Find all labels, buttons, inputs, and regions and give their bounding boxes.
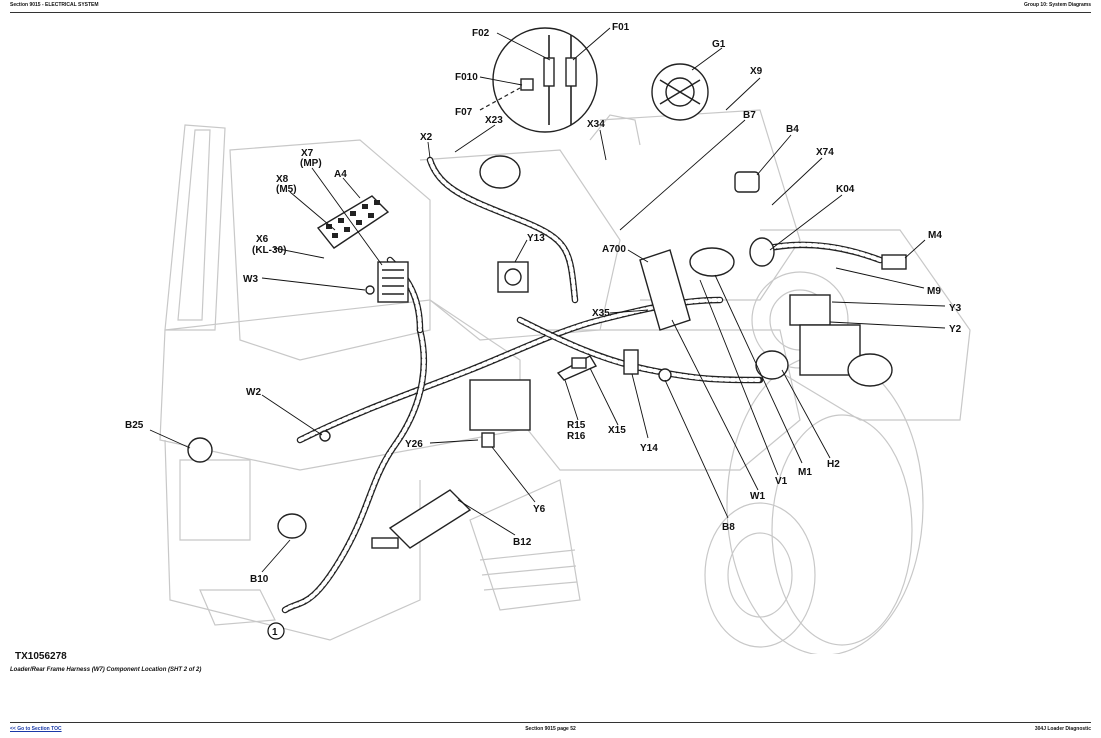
label-B4: B4 xyxy=(786,124,799,135)
label-R15: R15 xyxy=(567,420,586,431)
fuse-inset xyxy=(479,27,598,133)
label-X74: X74 xyxy=(816,147,834,158)
label-A4: A4 xyxy=(334,169,347,180)
label-Y6: Y6 xyxy=(533,504,546,515)
label-M1: M1 xyxy=(798,467,812,478)
page-header: Section 9015 - ELECTRICAL SYSTEM Group 1… xyxy=(10,0,1091,13)
header-group: Group 10: System Diagrams xyxy=(1024,2,1091,8)
label-X7: X7 xyxy=(301,148,314,159)
label-X15: X15 xyxy=(608,425,626,436)
label-Y13: Y13 xyxy=(527,233,545,244)
page-number: Section 9015 page 52 xyxy=(525,726,576,732)
label-X8: X8 xyxy=(276,174,289,185)
label-KL30: (KL-30) xyxy=(252,245,286,256)
label-B10: B10 xyxy=(250,574,269,585)
label-F02: F02 xyxy=(472,28,490,39)
header-section: Section 9015 - ELECTRICAL SYSTEM xyxy=(10,2,99,8)
label-W3: W3 xyxy=(243,274,258,285)
label-X35: X35 xyxy=(592,308,610,319)
component-labels: F02 F01 F010 F07 G1 X9 X23 X2 X34 B7 B4 … xyxy=(125,22,962,640)
label-B25: B25 xyxy=(125,420,144,431)
label-X2: X2 xyxy=(420,132,433,143)
label-F01: F01 xyxy=(612,22,630,33)
label-H2: H2 xyxy=(827,459,840,470)
label-W1: W1 xyxy=(750,491,765,502)
page-footer: << Go to Section TOC Section 9015 page 5… xyxy=(10,722,1091,737)
label-M5: (M5) xyxy=(276,184,297,195)
manual-title: 304J Loader Diagnostic xyxy=(1034,726,1091,732)
label-Y26: Y26 xyxy=(405,439,423,450)
leader-lines xyxy=(149,27,946,573)
harness-diagram: F02 F01 F010 F07 G1 X9 X23 X2 X34 B7 B4 … xyxy=(125,22,971,654)
label-W2: W2 xyxy=(246,387,261,398)
label-V1: V1 xyxy=(775,476,788,487)
callout-circle-1 xyxy=(267,622,285,640)
label-B8: B8 xyxy=(722,522,735,533)
label-X6: X6 xyxy=(256,234,269,245)
label-B7: B7 xyxy=(743,110,756,121)
label-F010: F010 xyxy=(455,72,478,83)
label-MP: (MP) xyxy=(300,158,322,169)
components xyxy=(187,63,907,549)
label-M4: M4 xyxy=(928,230,942,241)
label-X23: X23 xyxy=(485,115,503,126)
label-G1: G1 xyxy=(712,39,726,50)
label-R16: R16 xyxy=(567,431,586,442)
label-M9: M9 xyxy=(927,286,941,297)
figure-caption: Loader/Rear Frame Harness (W7) Component… xyxy=(10,667,202,673)
label-F07: F07 xyxy=(455,107,473,118)
label-A700: A700 xyxy=(602,244,626,255)
label-Y3: Y3 xyxy=(949,303,962,314)
label-B12: B12 xyxy=(513,537,532,548)
toc-link[interactable]: << Go to Section TOC xyxy=(10,726,62,732)
label-X34: X34 xyxy=(587,119,605,130)
callout-1: 1 xyxy=(272,627,278,638)
figure-id: TX1056278 xyxy=(15,651,67,662)
label-Y14: Y14 xyxy=(640,443,658,454)
label-X9: X9 xyxy=(750,66,763,77)
label-Y2: Y2 xyxy=(949,324,962,335)
label-K04: K04 xyxy=(836,184,855,195)
